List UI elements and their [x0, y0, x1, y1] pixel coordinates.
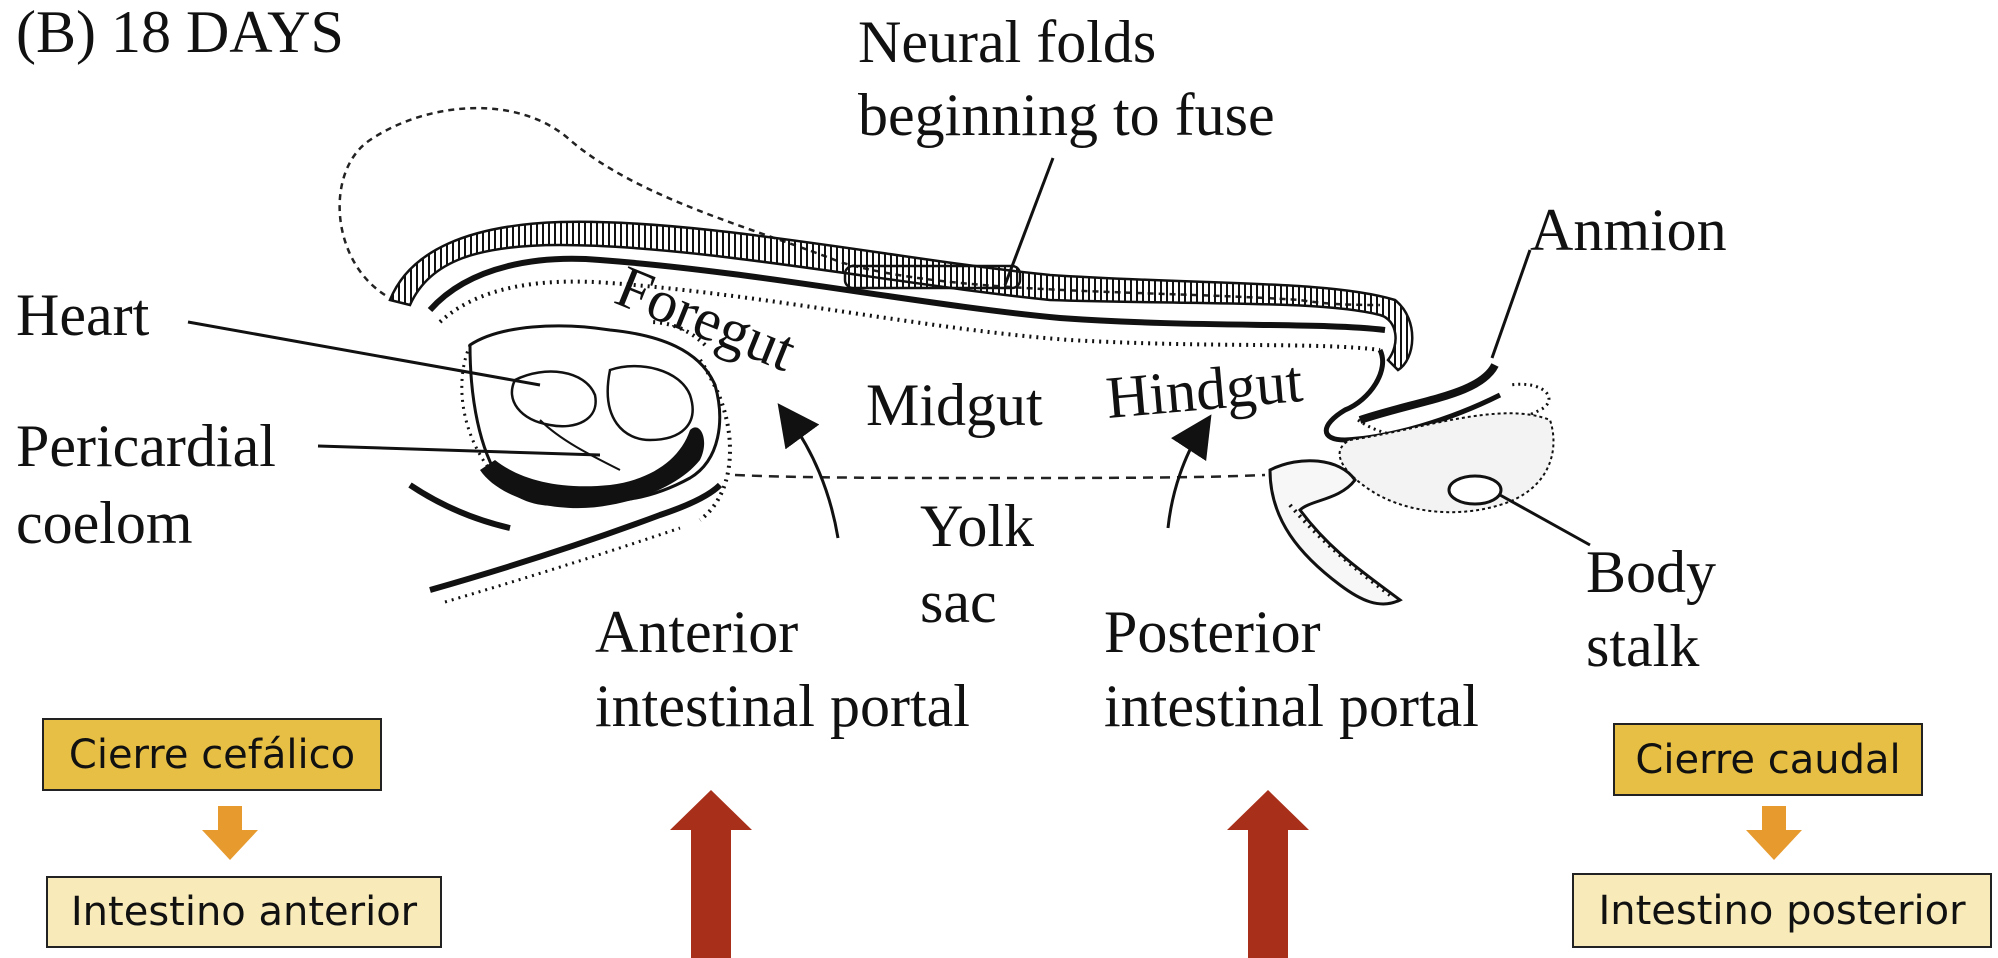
red-up-arrow-left [670, 790, 752, 958]
label-midgut: Midgut [866, 372, 1043, 438]
label-body: Body [1586, 539, 1716, 605]
label-yolk: Yolk [920, 493, 1034, 559]
body-stalk-mass [1340, 413, 1554, 512]
label-neural-folds-1: Neural folds [858, 9, 1156, 75]
intestino-posterior-box: Intestino posterior [1572, 873, 1992, 948]
neural-fold-segment [845, 266, 1020, 288]
septum-line-1 [410, 485, 510, 528]
neural-folds-leader [1005, 158, 1053, 285]
orange-arrow-right [1746, 806, 1802, 860]
body-stalk-leader [1500, 495, 1590, 545]
label-sac: sac [920, 569, 997, 635]
label-anmion: Anmion [1530, 197, 1727, 263]
label-posterior-2: intestinal portal [1104, 673, 1479, 739]
label-neural-folds-2: beginning to fuse [858, 82, 1275, 148]
label-posterior-1: Posterior [1104, 599, 1321, 665]
anterior-portal-arrow [790, 420, 838, 538]
label-stalk: stalk [1586, 613, 1699, 679]
red-up-arrow-right [1227, 790, 1309, 958]
label-hindgut: Hindgut [1103, 348, 1305, 431]
septum-dots [445, 528, 680, 602]
label-heart: Heart [16, 282, 150, 348]
cierre-cefalico-box: Cierre cefálico [42, 718, 382, 791]
posterior-portal-arrow [1168, 432, 1200, 528]
anmion-leader [1492, 250, 1530, 358]
intestino-anterior-box: Intestino anterior [46, 876, 442, 948]
orange-arrow-left [202, 806, 258, 860]
cierre-caudal-box: Cierre caudal [1613, 723, 1923, 796]
panel-title: (B) 18 DAYS [16, 0, 344, 65]
label-pericardial-2: coelom [16, 490, 193, 556]
label-anterior-2: intestinal portal [595, 673, 970, 739]
label-pericardial-1: Pericardial [16, 413, 276, 479]
allantois-lumen [1449, 476, 1501, 504]
label-anterior-1: Anterior [595, 599, 798, 665]
yolk-sac-boundary [735, 475, 1265, 478]
